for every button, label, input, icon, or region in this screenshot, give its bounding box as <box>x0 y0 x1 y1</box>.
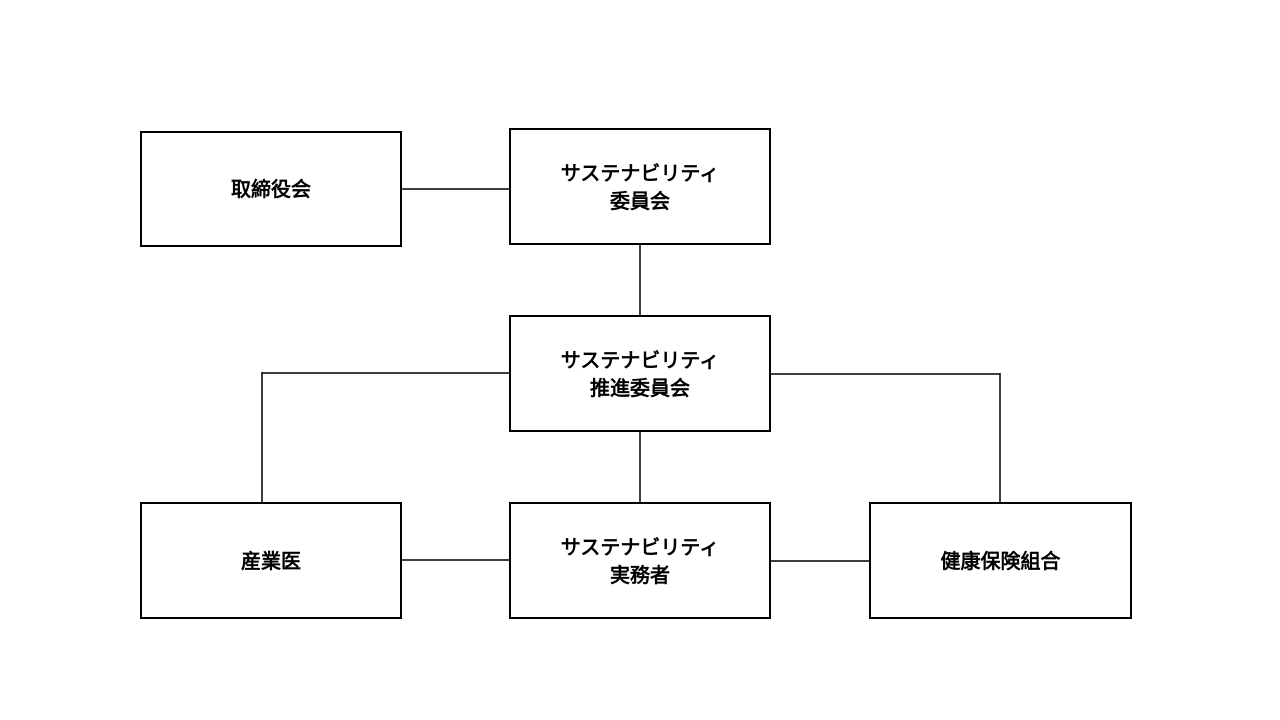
board-of-directors-label: 取締役会 <box>231 177 311 201</box>
sustainability-promotion-committee-box: サステナビリティ 推進委員会 <box>509 315 771 432</box>
sustainability-committee-box: サステナビリティ 委員会 <box>509 128 771 245</box>
health-insurance-association-box: 健康保険組合 <box>869 502 1132 619</box>
sustainability-promotion-committee-label-line2: 推進委員会 <box>590 375 690 400</box>
industrial-physician-box: 産業医 <box>140 502 402 619</box>
industrial-physician-label: 産業医 <box>241 548 301 573</box>
sustainability-staff-box: サステナビリティ 実務者 <box>509 502 771 619</box>
sustainability-staff-label-line1: サステナビリティ <box>560 534 720 559</box>
sustainability-committee-label-line1: サステナビリティ <box>560 160 720 185</box>
sustainability-promotion-committee-label-line1: サステナビリティ <box>560 347 720 372</box>
health-insurance-association-label: 健康保険組合 <box>940 548 1061 573</box>
board-of-directors-box: 取締役会 <box>140 131 402 247</box>
sustainability-committee-label-line2: 委員会 <box>610 188 670 213</box>
sustainability-staff-label-line2: 実務者 <box>610 562 670 587</box>
